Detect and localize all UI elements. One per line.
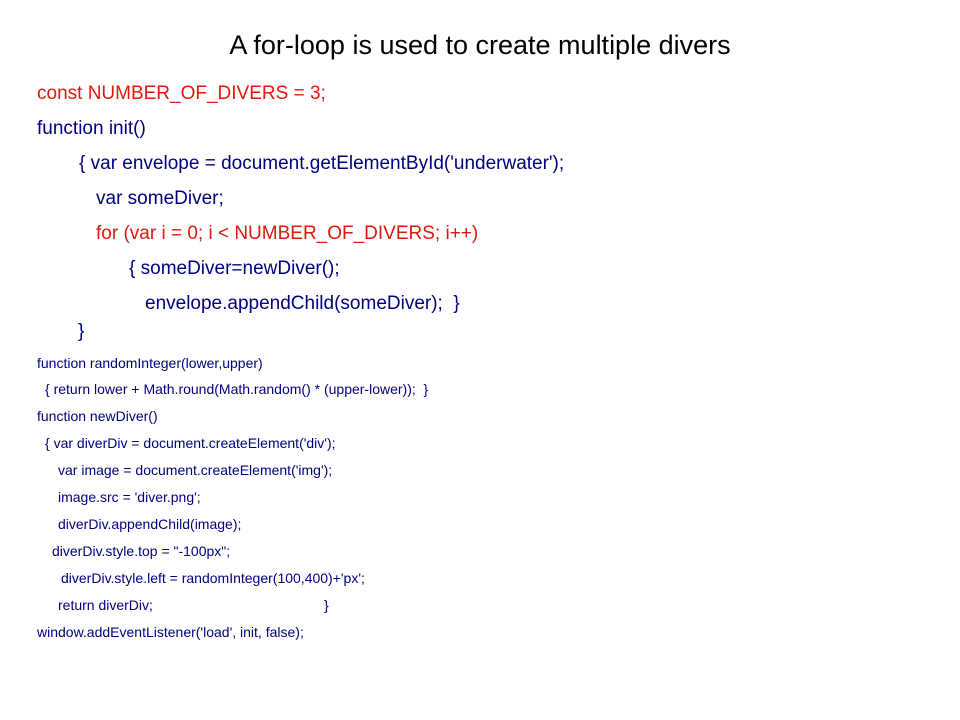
code-line: diverDiv.style.top = "-100px"; (52, 543, 231, 559)
code-line: diverDiv.appendChild(image); (58, 516, 242, 532)
code-line: diverDiv.style.left = randomInteger(100,… (61, 570, 365, 586)
code-line: window.addEventListener('load', init, fa… (37, 624, 304, 640)
slide-title: A for-loop is used to create multiple di… (229, 30, 731, 60)
code-line: envelope.appendChild(someDiver); } (145, 293, 460, 314)
code-line: var image = document.createElement('img'… (58, 462, 333, 478)
code-line: { someDiver=newDiver(); (129, 258, 340, 279)
code-line: function randomInteger(lower,upper) (37, 355, 263, 371)
code-line: { var diverDiv = document.createElement(… (45, 435, 336, 451)
code-line: function newDiver() (37, 408, 158, 424)
code-line: } (78, 321, 85, 342)
code-line: const NUMBER_OF_DIVERS = 3; (37, 83, 326, 104)
code-line: return diverDiv; } (58, 597, 329, 613)
code-line: var someDiver; (96, 188, 224, 209)
code-line: for (var i = 0; i < NUMBER_OF_DIVERS; i+… (96, 223, 479, 244)
code-line: function init() (37, 118, 146, 139)
code-line: image.src = 'diver.png'; (58, 489, 201, 505)
code-line: { return lower + Math.round(Math.random(… (45, 381, 429, 397)
code-line: { var envelope = document.getElementById… (79, 153, 565, 174)
